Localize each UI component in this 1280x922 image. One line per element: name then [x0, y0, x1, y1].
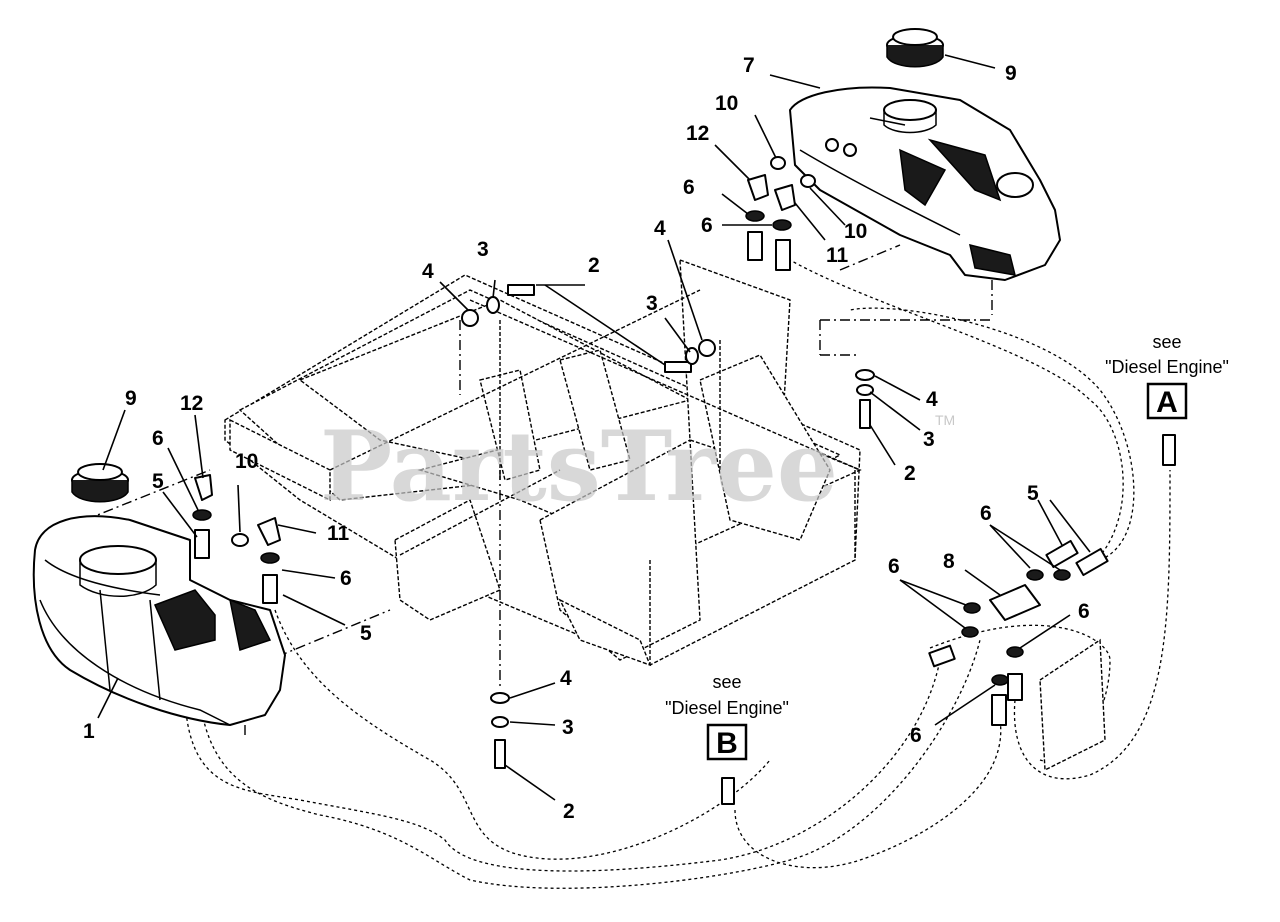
callout-6: 6 — [701, 214, 713, 237]
callout-2: 2 — [588, 254, 600, 277]
callout-4: 4 — [654, 217, 666, 240]
watermark-text: PartsTree — [320, 410, 838, 523]
ref-a-see: see — [1152, 332, 1181, 352]
callout-2: 2 — [563, 800, 575, 823]
ref-a-box — [1146, 382, 1188, 420]
callout-9: 9 — [125, 387, 137, 410]
callout-6: 6 — [683, 176, 695, 199]
watermark: PartsTree TM — [320, 410, 955, 523]
filler-cap-right — [886, 28, 944, 68]
reference-a[interactable]: see "Diesel Engine" A — [1105, 332, 1229, 420]
callout-1: 1 — [83, 720, 95, 743]
ref-b-box — [706, 723, 748, 761]
left-fuel-tank — [32, 515, 286, 726]
ref-b-target: "Diesel Engine" — [665, 698, 789, 718]
callout-4: 4 — [926, 388, 938, 411]
ref-b-see: see — [712, 672, 741, 692]
callout-8: 8 — [943, 550, 955, 573]
callout-6: 6 — [980, 502, 992, 525]
callout-4: 4 — [422, 260, 434, 283]
callout-10: 10 — [235, 450, 258, 473]
callout-12: 12 — [180, 392, 203, 415]
callout-5: 5 — [152, 470, 164, 493]
callout-5: 5 — [1027, 482, 1039, 505]
callout-12: 12 — [686, 122, 709, 145]
callout-2: 2 — [904, 462, 916, 485]
callout-9: 9 — [1005, 62, 1017, 85]
callout-5: 5 — [360, 622, 372, 645]
callout-11: 11 — [327, 522, 350, 545]
small-parts — [192, 156, 1176, 805]
ref-a-target: "Diesel Engine" — [1105, 357, 1229, 377]
callout-3: 3 — [646, 292, 658, 315]
callout-6: 6 — [888, 555, 900, 578]
callout-3: 3 — [477, 238, 489, 261]
leader-lines — [97, 54, 1091, 801]
callout-6: 6 — [910, 724, 922, 747]
watermark-tm: TM — [935, 412, 955, 428]
chassis-frame — [224, 258, 862, 667]
reference-b[interactable]: see "Diesel Engine" B — [665, 672, 789, 761]
callout-4: 4 — [560, 667, 572, 690]
callout-3: 3 — [562, 716, 574, 739]
callout-6: 6 — [1078, 600, 1090, 623]
callout-10: 10 — [715, 92, 738, 115]
callout-11: 11 — [826, 244, 849, 267]
callout-3: 3 — [923, 428, 935, 451]
ref-b-letter: B — [716, 727, 738, 760]
ref-a-letter: A — [1156, 386, 1178, 419]
callout-10: 10 — [844, 220, 867, 243]
callout-6: 6 — [340, 567, 352, 590]
right-fuel-tank — [789, 86, 1061, 281]
fuel-hoses — [184, 259, 1171, 889]
callout-7: 7 — [743, 54, 755, 77]
filler-cap-left — [71, 463, 129, 503]
callout-labels: 1 2 2 2 3 3 3 3 4 4 4 4 5 5 5 6 6 6 6 6 … — [83, 54, 1090, 823]
callout-6: 6 — [152, 427, 164, 450]
